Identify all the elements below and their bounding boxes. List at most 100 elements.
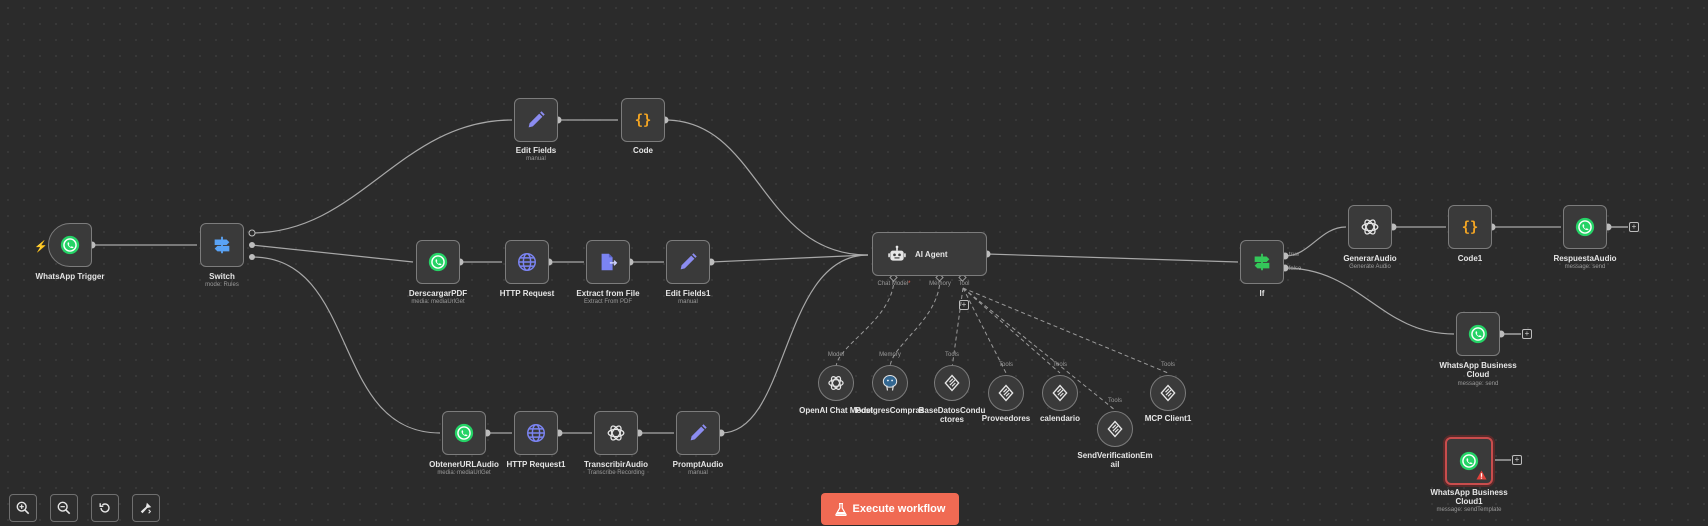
- node-label: Edit Fields: [515, 146, 557, 155]
- node-label: calendario: [1039, 414, 1080, 423]
- code-braces-icon: [632, 109, 654, 131]
- node-proveedores[interactable]: [988, 375, 1024, 411]
- node-label: MCP Client1: [1144, 414, 1192, 423]
- node-subtitle: manual: [526, 156, 546, 162]
- agent-port-tool: Tool: [958, 281, 970, 287]
- node-label: DerscargarPDF: [408, 289, 468, 298]
- add-tool-button[interactable]: +: [959, 300, 969, 310]
- edge-switch-descargar: [251, 244, 414, 263]
- node-descargar-pdf[interactable]: [416, 240, 460, 284]
- agent-port-memory: Memory: [929, 281, 951, 287]
- node-subtitle: message: send: [1457, 381, 1499, 387]
- edge-agent-memory: [889, 277, 941, 369]
- node-label: BaseDatosConductores: [918, 406, 986, 424]
- zoom-out-button[interactable]: [50, 494, 78, 522]
- openai-icon: [1359, 216, 1381, 238]
- node-switch[interactable]: [200, 223, 244, 267]
- globe-icon: [525, 422, 547, 444]
- edge-switch-obtener: [251, 256, 441, 434]
- node-label: HTTP Request1: [506, 460, 566, 469]
- edge-if-generar: [1284, 226, 1347, 257]
- node-calendario[interactable]: [1042, 375, 1078, 411]
- node-subtitle: manual: [678, 299, 698, 305]
- execute-workflow-label: Execute workflow: [852, 503, 946, 515]
- edge-prompt-agent: [720, 254, 869, 434]
- zoom-in-icon: [16, 501, 30, 515]
- node-whatsapp-business-cloud[interactable]: [1456, 312, 1500, 356]
- tool-kind-label: Tools: [1160, 362, 1176, 368]
- code-braces-icon: [1459, 216, 1481, 238]
- tool-icon: [1105, 419, 1125, 439]
- edge-if-wabusiness: [1284, 267, 1455, 335]
- pencil-icon: [677, 251, 699, 273]
- edge-tool-proveedores: [962, 287, 1007, 374]
- node-whatsapp-trigger[interactable]: [48, 223, 92, 267]
- node-edit-fields1[interactable]: [666, 240, 710, 284]
- node-transcribir-audio[interactable]: [594, 411, 638, 455]
- whatsapp-icon: [1458, 450, 1480, 472]
- node-http-request1[interactable]: [514, 411, 558, 455]
- node-subtitle: message: sendTemplate: [1436, 507, 1502, 513]
- tool-icon: [1158, 383, 1178, 403]
- node-label: PostgresCompras: [855, 406, 925, 415]
- whatsapp-icon: [427, 251, 449, 273]
- node-postgres-compras[interactable]: [872, 365, 908, 401]
- node-code[interactable]: [621, 98, 665, 142]
- node-edit-fields[interactable]: [514, 98, 558, 142]
- node-code1[interactable]: [1448, 205, 1492, 249]
- node-subtitle: Extract From PDF: [583, 299, 632, 305]
- tool-icon: [942, 373, 962, 393]
- node-label: OpenAI Chat Model: [799, 406, 873, 415]
- node-send-verification-email[interactable]: [1097, 411, 1133, 447]
- edge-tool-sendverif: [962, 287, 1116, 411]
- execute-workflow-button[interactable]: Execute workflow: [821, 493, 959, 525]
- node-obtener-url-audio[interactable]: [442, 411, 486, 455]
- node-ai-agent[interactable]: AI Agent: [872, 232, 987, 276]
- node-label: TranscribirAudio: [583, 460, 648, 469]
- edge-editfields1-agent: [710, 254, 869, 263]
- pencil-icon: [687, 422, 709, 444]
- node-base-datos-conductores[interactable]: [934, 365, 970, 401]
- node-label: RespuestaAudio: [1553, 254, 1617, 263]
- edge-tool-mcp: [962, 287, 1169, 374]
- whatsapp-icon: [453, 422, 475, 444]
- node-label: Extract from File: [576, 289, 640, 298]
- warning-icon: [1476, 470, 1487, 480]
- zoom-in-button[interactable]: [9, 494, 37, 522]
- node-extract-from-file[interactable]: [586, 240, 630, 284]
- node-label: SendVerificationEmail: [1077, 451, 1153, 469]
- tool-kind-label: Tools: [1052, 362, 1068, 368]
- tidy-up-button[interactable]: [132, 494, 160, 522]
- edge-agent-if: [986, 253, 1239, 263]
- node-label: If: [1259, 289, 1265, 298]
- tool-kind-label: Memory: [879, 352, 901, 358]
- reset-icon: [99, 503, 110, 513]
- tool-kind-label: Model: [827, 352, 845, 358]
- node-openai-chat-model[interactable]: [818, 365, 854, 401]
- switch-icon: [211, 234, 233, 256]
- globe-icon: [516, 251, 538, 273]
- node-mcp-client1[interactable]: [1150, 375, 1186, 411]
- node-http-request[interactable]: [505, 240, 549, 284]
- node-label: Edit Fields1: [665, 289, 711, 298]
- node-label: WhatsApp Business Cloud: [1439, 361, 1517, 379]
- node-subtitle: media: mediaUrlGet: [411, 299, 465, 305]
- tool-kind-label: Tools: [1107, 398, 1123, 404]
- add-node-button[interactable]: +: [1522, 329, 1532, 339]
- node-label: Switch: [209, 272, 235, 281]
- node-label: HTTP Request: [499, 289, 555, 298]
- node-generar-audio[interactable]: [1348, 205, 1392, 249]
- add-node-button[interactable]: +: [1629, 222, 1639, 232]
- agent-port-chat-model: Chat Model*: [877, 281, 910, 287]
- node-respuesta-audio[interactable]: [1563, 205, 1607, 249]
- node-label: Proveedores: [981, 414, 1031, 423]
- reset-zoom-button[interactable]: [91, 494, 119, 522]
- node-whatsapp-business-cloud1[interactable]: [1445, 437, 1493, 485]
- node-label: ObtenerURLAudio: [429, 460, 499, 469]
- node-prompt-audio[interactable]: [676, 411, 720, 455]
- node-if[interactable]: [1240, 240, 1284, 284]
- add-node-button[interactable]: +: [1512, 455, 1522, 465]
- file-extract-icon: [597, 251, 619, 273]
- node-subtitle: Generate Audio: [1349, 264, 1391, 270]
